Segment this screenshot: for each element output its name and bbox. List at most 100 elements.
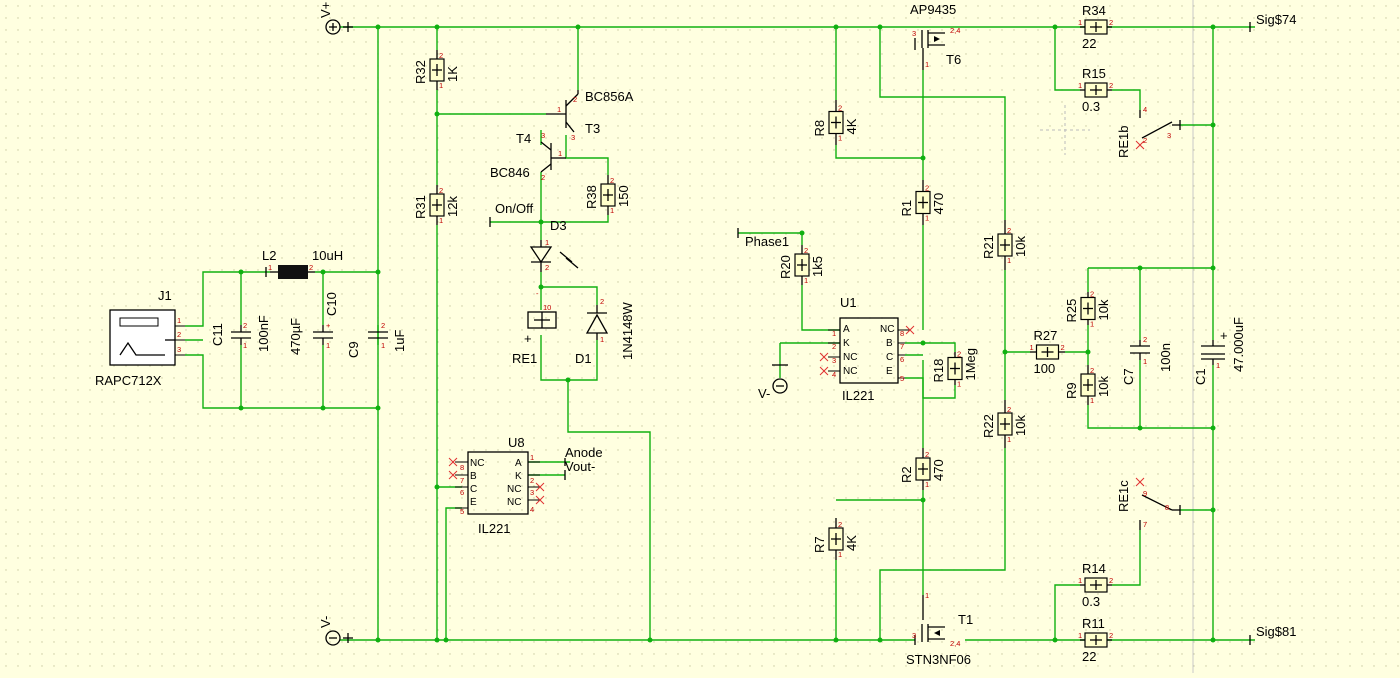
svg-text:A: A [515, 458, 522, 469]
r20-value: 1k5 [810, 256, 825, 277]
svg-text:1: 1 [177, 316, 181, 325]
svg-text:3: 3 [912, 631, 916, 640]
u8-optocoupler[interactable]: U8 IL221 NC B C E A K NC NC 8 7 6 5 1 2 … [448, 435, 545, 536]
t4-transistor[interactable]: 3 1 2 T4 BC846 [490, 131, 566, 182]
t6-mosfet[interactable]: 3 2,4 1 AP9435 T6 [910, 2, 961, 70]
c7-capacitor[interactable]: 2 1 C7 100n [1121, 335, 1173, 385]
r8-value: 4K [844, 118, 859, 134]
svg-text:1: 1 [530, 453, 534, 462]
vminus-symbol[interactable]: V- [318, 616, 353, 646]
svg-text:1: 1 [925, 480, 929, 489]
svg-text:B: B [470, 471, 477, 482]
svg-text:1: 1 [1216, 361, 1220, 370]
junctions [238, 24, 1216, 643]
l2-inductor[interactable]: 1 2 L2 10uH [262, 248, 343, 279]
svg-text:3: 3 [177, 345, 181, 354]
d3-led[interactable]: 1 2 D3 [529, 218, 579, 272]
t6-value: AP9435 [910, 2, 956, 17]
r31-ref: R31 [413, 195, 428, 219]
svg-text:NC: NC [507, 484, 521, 495]
c1-capacitor[interactable]: + 1 C1 47.000uF [1193, 317, 1246, 385]
svg-text:2: 2 [439, 186, 443, 195]
svg-text:6: 6 [460, 488, 464, 497]
r18-value: 1Meg [963, 348, 978, 381]
svg-text:9: 9 [1143, 489, 1147, 498]
net-sig74[interactable]: Sig$74 [1249, 12, 1296, 32]
svg-text:2: 2 [838, 520, 842, 529]
c9-value: 1uF [392, 330, 407, 352]
u1-optocoupler[interactable]: U1 IL221 A K NC NC NC B C E 1 2 3 4 8 7 … [819, 295, 915, 403]
r15-ref: R15 [1082, 66, 1106, 81]
c9-capacitor[interactable]: 2 1 C9 1uF [346, 321, 407, 358]
vplus-symbol[interactable]: V+ [318, 2, 353, 35]
c11-capacitor[interactable]: 2 1 C11 100nF [210, 315, 271, 352]
svg-text:1: 1 [1007, 435, 1011, 444]
svg-text:2: 2 [381, 321, 385, 330]
svg-text:1: 1 [610, 206, 614, 215]
svg-text:2: 2 [541, 173, 545, 182]
svg-text:2,4: 2,4 [950, 26, 960, 35]
net-vout[interactable]: Vout- [564, 459, 595, 480]
svg-text:8: 8 [900, 329, 904, 338]
net-anode[interactable]: Anode [564, 445, 603, 466]
r11-ref: R11 [1082, 616, 1105, 631]
net-sig74-label: Sig$74 [1256, 12, 1296, 27]
re1-relay-coil[interactable]: 10 - + RE1 [512, 289, 557, 366]
d1-diode[interactable]: 2 1 D1 1N4148W [575, 297, 635, 366]
r1-value: 470 [931, 193, 946, 215]
svg-text:NC: NC [470, 458, 484, 469]
u1-vminus-symbol[interactable]: V- [758, 364, 788, 401]
l2-value: 10uH [312, 248, 343, 263]
re1b-contact[interactable]: 4 3 2 RE1b [1116, 105, 1181, 158]
c11-ref: C11 [210, 323, 225, 346]
re1-ref: RE1 [512, 351, 537, 366]
l2-ref: L2 [262, 248, 276, 263]
r7-value: 4K [844, 535, 859, 551]
svg-text:1: 1 [268, 263, 272, 272]
net-sig81[interactable]: Sig$81 [1249, 624, 1296, 645]
net-on-off[interactable]: On/Off [489, 201, 533, 227]
svg-text:1: 1 [832, 329, 836, 338]
t3-transistor[interactable]: 1 2 3 BC856A T3 [546, 89, 634, 142]
u1-vminus-label: V- [758, 386, 770, 401]
svg-text:2: 2 [309, 263, 313, 272]
d1-ref: D1 [575, 351, 592, 366]
c11-value: 100nF [256, 315, 271, 352]
net-phase1[interactable]: Phase1 [737, 228, 789, 249]
r1-ref: R1 [899, 200, 914, 217]
svg-text:1: 1 [439, 81, 443, 90]
svg-text:NC: NC [507, 497, 521, 508]
t3-ref: T3 [585, 121, 600, 136]
svg-text:A: A [843, 324, 850, 335]
svg-text:2: 2 [530, 476, 534, 485]
svg-text:3: 3 [530, 488, 534, 497]
c10-capacitor[interactable]: + 1 C10 470µF [288, 292, 339, 355]
r27-value: 100 [1034, 361, 1056, 376]
t1-mosfet[interactable]: 3 2,4 1 T1 STN3NF06 [906, 591, 973, 667]
t1-ref: T1 [958, 612, 973, 627]
re1c-contact[interactable]: 9 8 7 RE1c [1116, 477, 1181, 530]
j1-connector[interactable]: 1 2 3 J1 RAPC712X [95, 288, 185, 388]
svg-text:2: 2 [1143, 335, 1147, 344]
